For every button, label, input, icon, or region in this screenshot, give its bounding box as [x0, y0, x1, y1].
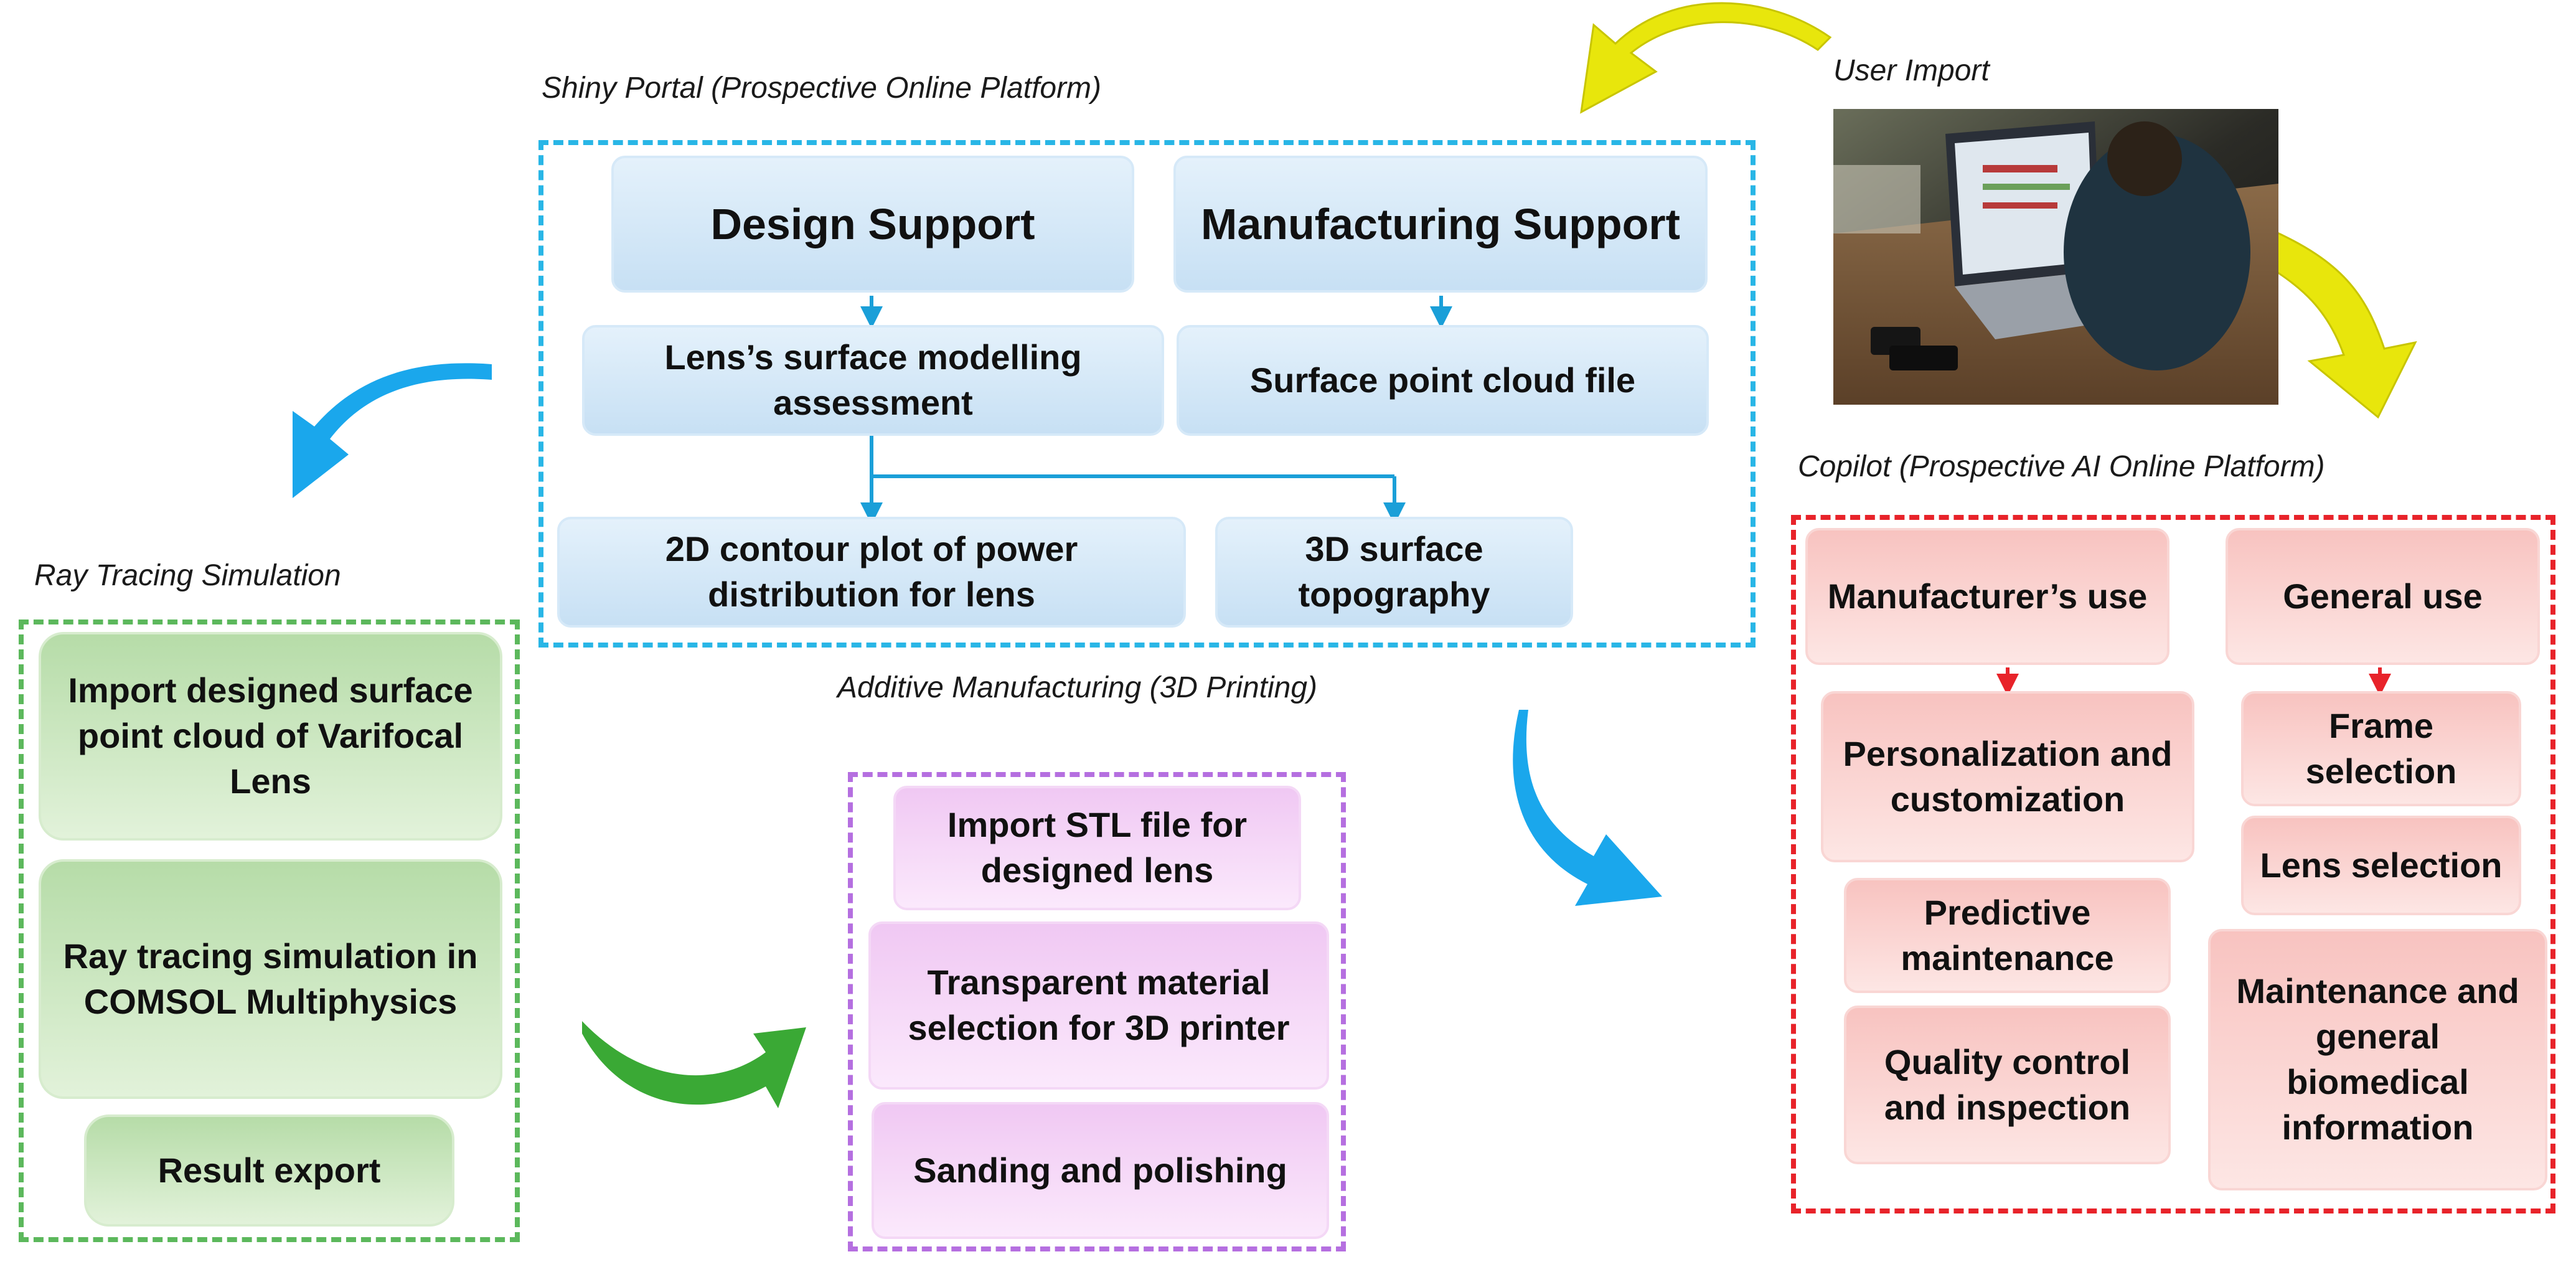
ray-tracing-label: Ray Tracing Simulation — [34, 559, 341, 592]
shiny-portal-label: Shiny Portal (Prospective Online Platfor… — [542, 72, 1102, 105]
contour-plot-box: 2D contour plot of power distribution fo… — [557, 517, 1186, 628]
manufacturer-use-box: Manufacturer’s use — [1805, 528, 2169, 665]
general-use-box: General use — [2226, 528, 2540, 665]
blue-arrow-left-icon — [293, 363, 492, 498]
yellow-arrow-top-icon — [1580, 2, 1832, 114]
frame-selection-box: Frame selection — [2241, 691, 2521, 806]
import-cloud-box: Import designed surface point cloud of V… — [39, 632, 502, 841]
additive-manufacturing-frame — [848, 772, 1346, 1251]
maintenance-info-box: Maintenance and general biomedical infor… — [2208, 929, 2547, 1190]
blue-arrow-right-icon — [1513, 710, 1662, 906]
personalization-box: Personalization and customization — [1821, 691, 2194, 862]
user-import-label: User Import — [1833, 54, 1990, 87]
topography-box: 3D surface topography — [1215, 517, 1573, 628]
user-laptop-photo — [1833, 109, 2278, 405]
comsol-simulation-box: Ray tracing simulation in COMSOL Multiph… — [39, 859, 502, 1099]
predictive-maintenance-box: Predictive maintenance — [1844, 878, 2171, 993]
shiny-portal-frame — [538, 140, 1756, 648]
ray-tracing-frame — [19, 620, 520, 1242]
import-stl-box: Import STL file for designed lens — [893, 786, 1301, 910]
quality-control-box: Quality control and inspection — [1844, 1006, 2171, 1164]
lens-modelling-box: Lens’s surface modelling assessment — [582, 325, 1164, 436]
copilot-frame — [1791, 515, 2555, 1213]
lens-selection-box: Lens selection — [2241, 816, 2521, 915]
copilot-label: Copilot (Prospective AI Online Platform) — [1798, 450, 2325, 483]
point-cloud-box: Surface point cloud file — [1177, 325, 1709, 436]
yellow-arrow-right-icon — [2259, 228, 2417, 419]
additive-manufacturing-label: Additive Manufacturing (3D Printing) — [837, 671, 1318, 704]
photo-illustration — [1833, 109, 2278, 405]
manufacturing-support-box: Manufacturing Support — [1173, 156, 1708, 293]
sanding-polishing-box: Sanding and polishing — [872, 1102, 1329, 1239]
green-arrow-icon — [582, 1021, 806, 1108]
material-selection-box: Transparent material selection for 3D pr… — [868, 921, 1329, 1090]
result-export-box: Result export — [84, 1114, 454, 1227]
design-support-box: Design Support — [611, 156, 1134, 293]
